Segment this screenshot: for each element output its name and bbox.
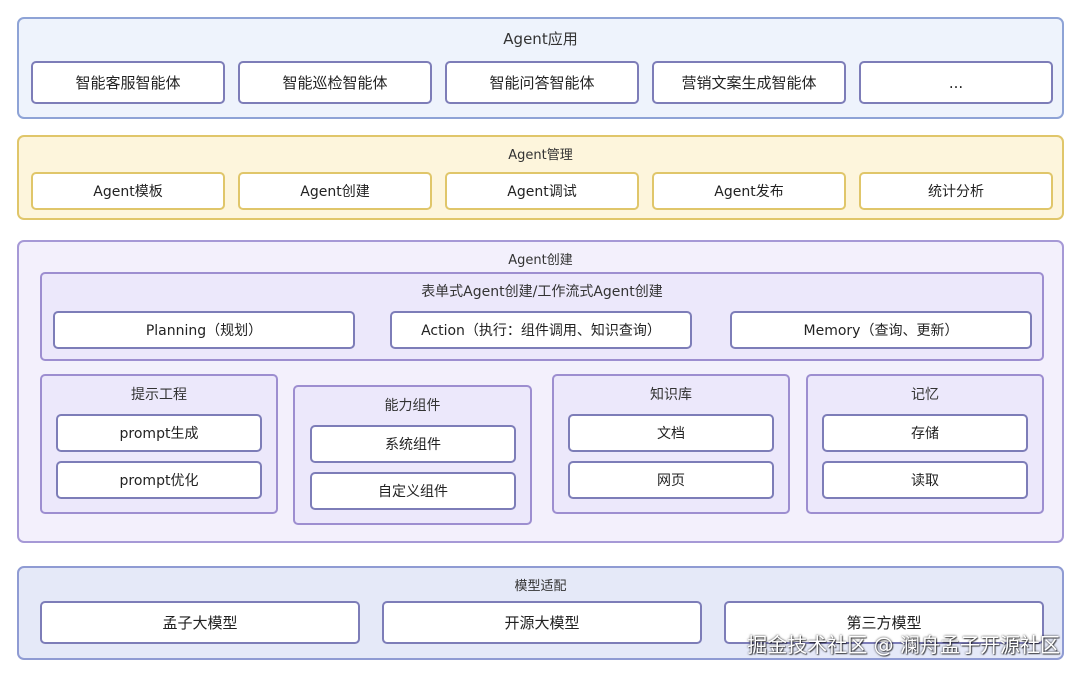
ability-components-title: 能力组件: [384, 398, 441, 414]
smart-inspection-agent: 智能巡检智能体: [238, 61, 432, 104]
action-box: Action（执行：组件调用、知识查询）: [390, 311, 692, 349]
statistics-analysis-box: 统计分析: [859, 172, 1053, 210]
document-box: 文档: [568, 414, 774, 452]
read-box: 读取: [822, 461, 1028, 499]
memory-title: 记忆: [911, 387, 939, 403]
agent-creation-title: Agent创建: [508, 253, 573, 268]
webpage-box: 网页: [568, 461, 774, 499]
storage-box: 存储: [822, 414, 1028, 452]
prompt-optimize-box: prompt优化: [56, 461, 262, 499]
agent-create-box: Agent创建: [238, 172, 432, 210]
prompt-engineering-panel: 提示工程 prompt生成 prompt优化: [40, 374, 278, 514]
agent-management-layer: Agent管理 Agent模板 Agent创建 Agent调试 Agent发布 …: [17, 135, 1064, 220]
agent-template-box: Agent模板: [31, 172, 225, 210]
planning-box: Planning（规划）: [53, 311, 355, 349]
agent-application-layer: Agent应用 智能客服智能体 智能巡检智能体 智能问答智能体 营销文案生成智能…: [17, 17, 1064, 119]
watermark-text: 掘金技术社区 @ 澜舟孟子开源社区: [747, 633, 1060, 657]
agent-application-title: Agent应用: [503, 30, 578, 48]
memory-panel: 记忆 存储 读取: [806, 374, 1044, 514]
open-source-model-box: 开源大模型: [382, 601, 702, 644]
agent-creation-layer: Agent创建 表单式Agent创建/工作流式Agent创建 Planning（…: [17, 240, 1064, 543]
custom-components-box: 自定义组件: [310, 472, 516, 510]
agent-management-title: Agent管理: [508, 148, 573, 163]
memory-box: Memory（查询、更新）: [730, 311, 1032, 349]
marketing-copy-agent: 营销文案生成智能体: [652, 61, 846, 104]
system-components-box: 系统组件: [310, 425, 516, 463]
ability-components-panel: 能力组件 系统组件 自定义组件: [293, 385, 532, 525]
smart-customer-service-agent: 智能客服智能体: [31, 61, 225, 104]
smart-qa-agent: 智能问答智能体: [445, 61, 639, 104]
knowledge-base-panel: 知识库 文档 网页: [552, 374, 790, 514]
third-party-model-box: 第三方模型: [724, 601, 1044, 644]
form-workflow-title: 表单式Agent创建/工作流式Agent创建: [421, 284, 663, 300]
knowledge-base-title: 知识库: [650, 387, 692, 403]
mengzi-model-box: 孟子大模型: [40, 601, 360, 644]
agent-publish-box: Agent发布: [652, 172, 846, 210]
form-workflow-creation-panel: 表单式Agent创建/工作流式Agent创建 Planning（规划） Acti…: [40, 272, 1044, 361]
prompt-generate-box: prompt生成: [56, 414, 262, 452]
model-adaptation-layer: 模型适配 孟子大模型 开源大模型 第三方模型: [17, 566, 1064, 660]
prompt-engineering-title: 提示工程: [131, 387, 187, 403]
agent-debug-box: Agent调试: [445, 172, 639, 210]
model-adaptation-title: 模型适配: [514, 579, 567, 594]
more-agents-ellipsis: ...: [859, 61, 1053, 104]
